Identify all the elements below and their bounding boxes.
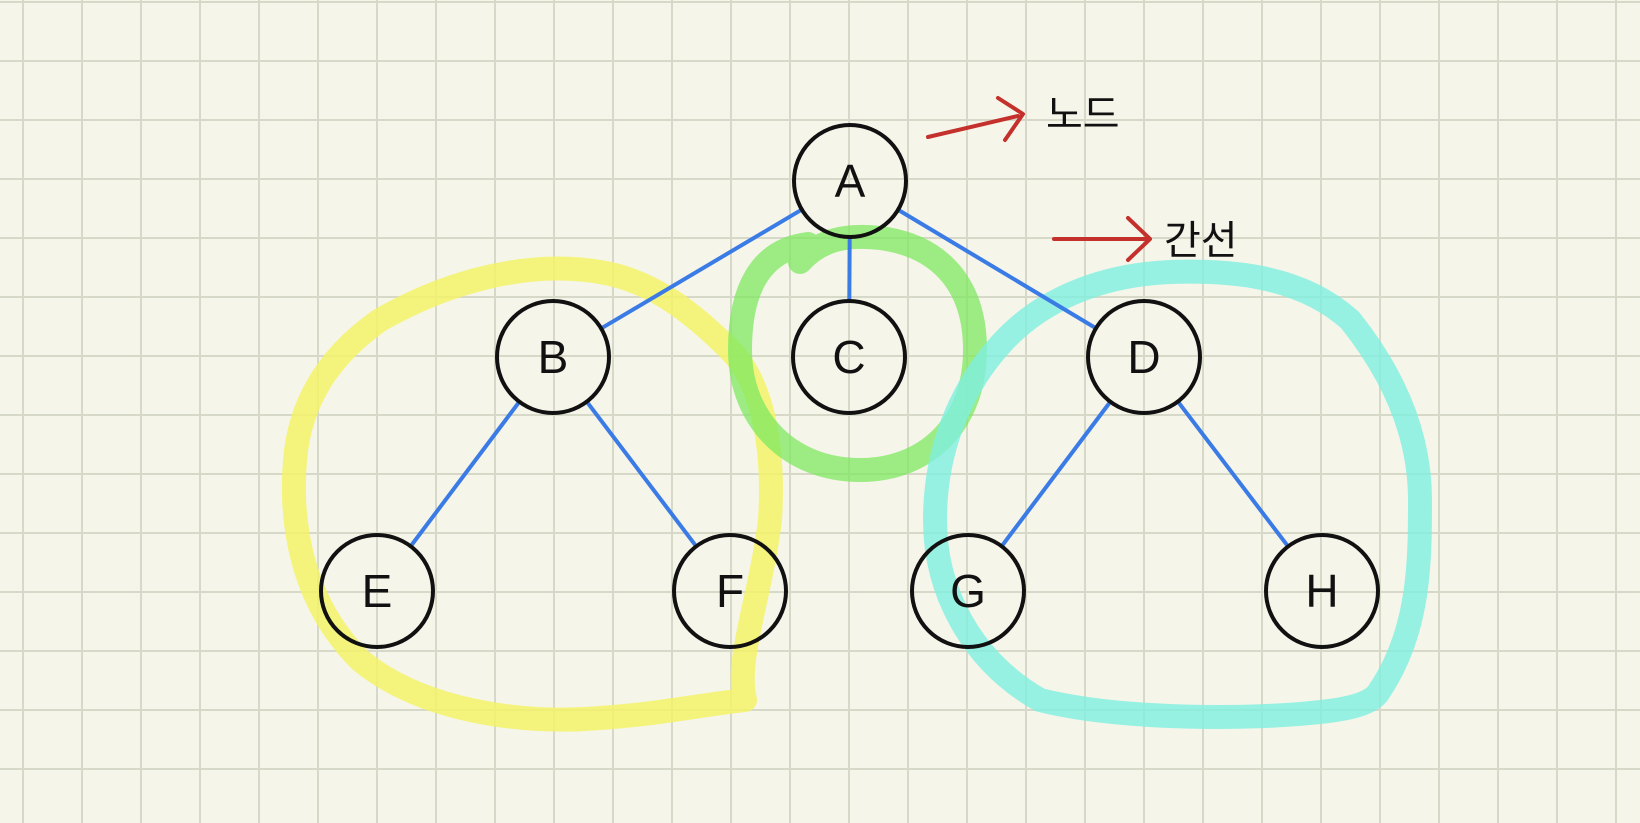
highlight-subtree-c xyxy=(728,224,987,482)
node-e: E xyxy=(319,533,435,649)
annotation-node-label: 노드 xyxy=(1046,92,1120,138)
node-a: A xyxy=(792,123,908,239)
node-circle xyxy=(791,299,907,415)
node-label: E xyxy=(362,565,393,617)
edge-a-d xyxy=(896,207,1098,331)
annotation-edge: 간선 xyxy=(1052,216,1238,264)
node-label: G xyxy=(950,565,986,617)
node-g: G xyxy=(910,533,1026,649)
edge-d-h xyxy=(1175,399,1291,549)
node-circle xyxy=(672,533,788,649)
node-label: C xyxy=(832,331,865,383)
node-circle xyxy=(1086,299,1202,415)
edge-b-f xyxy=(584,399,699,549)
node-d: D xyxy=(1086,299,1202,415)
node-b: B xyxy=(495,299,611,415)
edge-d-g xyxy=(999,399,1113,549)
node-circle xyxy=(1264,533,1380,649)
annotation-node: 노드 xyxy=(926,92,1120,142)
node-circle xyxy=(910,533,1026,649)
node-label: B xyxy=(538,331,569,383)
highlight-strokes xyxy=(281,224,1432,732)
node-h: H xyxy=(1264,533,1380,649)
arrow-icon xyxy=(926,96,1025,142)
node-f: F xyxy=(672,533,788,649)
edge-group xyxy=(408,207,1291,549)
edge-a-b xyxy=(599,207,804,331)
node-label: A xyxy=(835,155,866,207)
highlight-subtree-d xyxy=(923,259,1432,729)
annotation-edge-label: 간선 xyxy=(1164,218,1238,264)
arrow-icon xyxy=(1052,216,1152,262)
node-c: C xyxy=(791,299,907,415)
node-label: D xyxy=(1127,331,1160,383)
node-label: F xyxy=(716,565,744,617)
node-label: H xyxy=(1305,565,1338,617)
node-group: A B C D E F G H xyxy=(319,123,1380,649)
edge-b-e xyxy=(408,399,522,549)
node-circle xyxy=(319,533,435,649)
node-circle xyxy=(792,123,908,239)
node-circle xyxy=(495,299,611,415)
